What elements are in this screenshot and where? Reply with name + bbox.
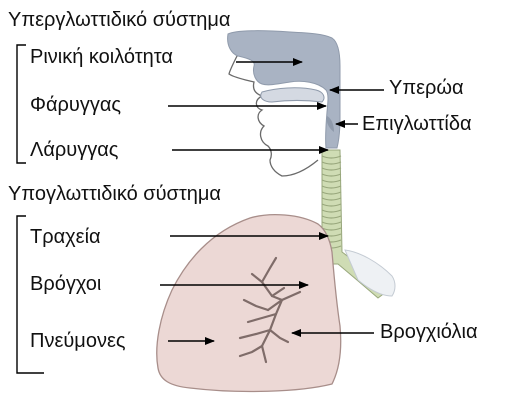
- label-lungs: Πνεύμονες: [30, 331, 126, 351]
- label-pharynx: Φάρυγγας: [30, 95, 121, 115]
- label-bronchi: Βρόγχοι: [30, 274, 101, 294]
- label-nasal-cavity: Ρινική κοιλότητα: [30, 47, 173, 67]
- label-trachea: Τραχεία: [30, 227, 101, 247]
- label-larynx: Λάρυγγας: [30, 140, 118, 160]
- label-palate: Υπερώα: [389, 78, 464, 98]
- lower-section-title: Υπογλωττιδικό σύστημα: [8, 184, 221, 204]
- label-epiglottis: Επιγλωττίδα: [362, 114, 472, 134]
- palate-shape: [261, 88, 324, 102]
- label-bronchioles: Βρογχιόλια: [380, 322, 478, 342]
- upper-section-title: Υπεργλωττιδικό σύστημα: [8, 10, 230, 30]
- bracket-upper-section: [17, 45, 26, 163]
